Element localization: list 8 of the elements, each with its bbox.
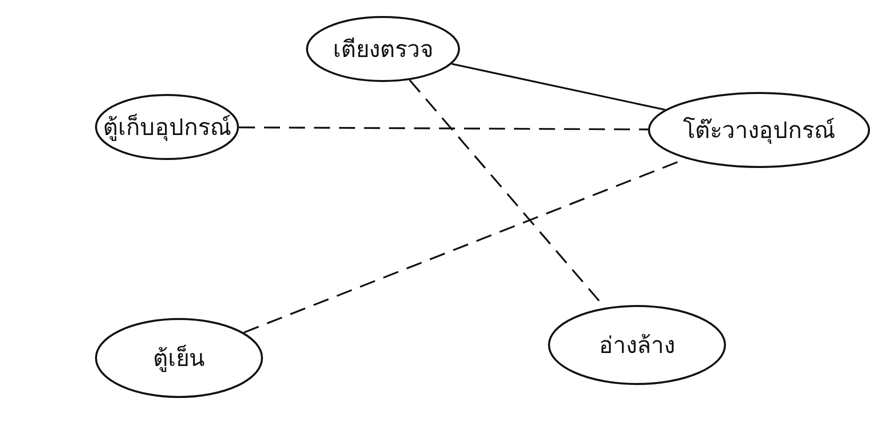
dashed-line: [243, 158, 686, 334]
oval-node: โต๊ะวางอุปกรณ์: [648, 92, 870, 168]
oval-node: อ่างล้าง: [548, 305, 726, 385]
oval-node: เตียงตรวจ: [306, 16, 460, 82]
connector-line: [452, 62, 666, 111]
dashed-line: [239, 126, 648, 130]
oval-node: ตู้เย็น: [95, 318, 263, 398]
oval-node: ตู้เก็บอุปกรณ์: [95, 94, 239, 160]
